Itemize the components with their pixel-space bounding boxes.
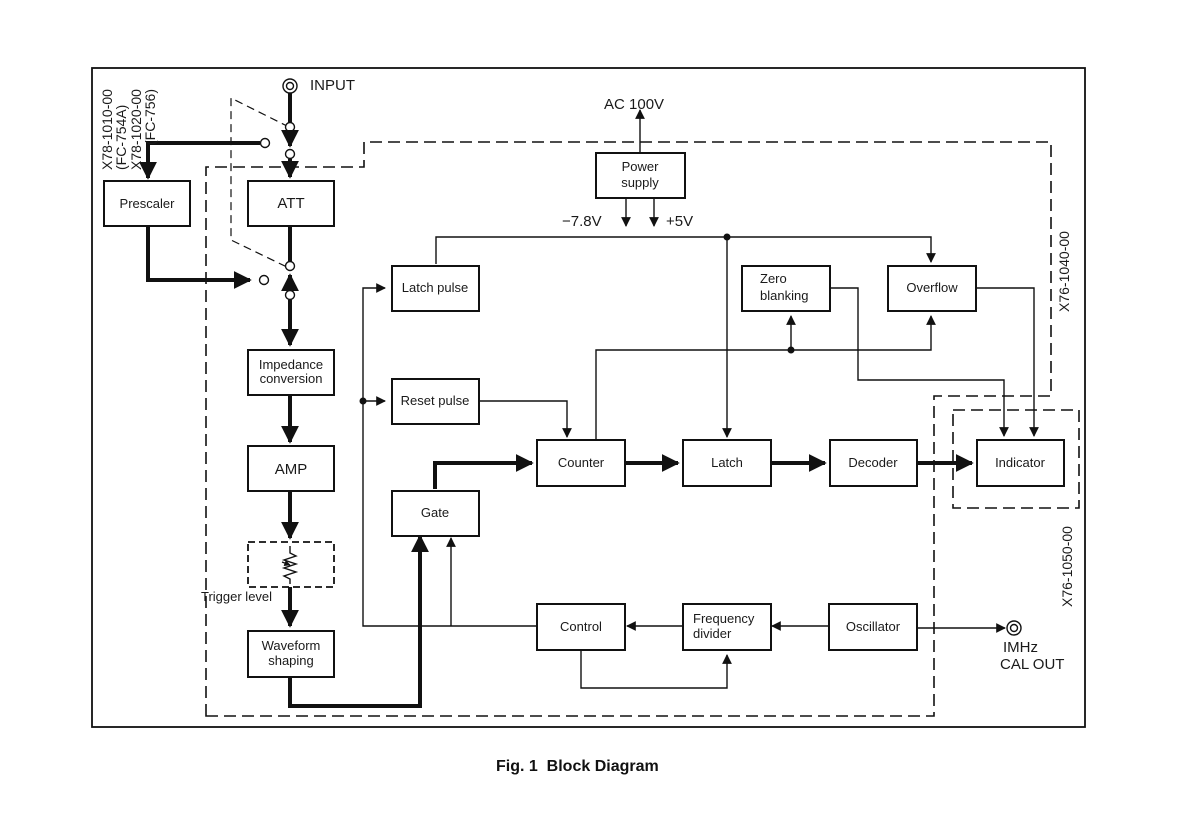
block-reset-pulse: Reset pulse — [391, 378, 480, 425]
block-trigger-level — [247, 541, 335, 588]
svg-text:blanking: blanking — [760, 288, 808, 303]
cal-out-terminal — [1006, 620, 1022, 636]
potentiometer-icon — [281, 546, 299, 584]
svg-text:Power: Power — [622, 159, 660, 174]
cal-out-label-1: IMHz — [1003, 639, 1038, 656]
block-gate: Gate — [391, 490, 480, 537]
svg-text:Oscillator: Oscillator — [846, 619, 901, 634]
svg-text:Decoder: Decoder — [848, 455, 898, 470]
svg-text:Gate: Gate — [421, 505, 449, 520]
svg-text:conversion: conversion — [260, 371, 323, 386]
board-model-fc756: (FC-756) — [142, 89, 158, 145]
block-latch-pulse: Latch pulse — [391, 265, 480, 312]
block-control: Control — [536, 603, 626, 651]
svg-text:Indicator: Indicator — [995, 455, 1046, 470]
board-model-fc754a: (FC-754A) — [113, 105, 129, 170]
svg-text:Counter: Counter — [558, 455, 605, 470]
figure-caption: Fig. 1 Block Diagram — [496, 758, 659, 775]
neg-rail-label: −7.8V — [562, 213, 602, 230]
block-indicator: Indicator — [976, 439, 1065, 487]
svg-text:Zero: Zero — [760, 271, 787, 286]
board-label-x76-1040: X76-1040-00 — [1056, 231, 1072, 312]
input-switch-gang — [230, 97, 290, 269]
input-terminal — [282, 78, 298, 94]
ac-power-label: AC 100V — [604, 96, 664, 113]
block-counter: Counter — [536, 439, 626, 487]
svg-text:Overflow: Overflow — [906, 280, 958, 295]
svg-text:shaping: shaping — [268, 653, 314, 668]
block-waveform-shaping: Waveform shaping — [247, 630, 335, 678]
display-board-boundary — [952, 409, 1080, 509]
block-decoder: Decoder — [829, 439, 918, 487]
block-overflow: Overflow — [887, 265, 977, 312]
block-amp: AMP — [247, 445, 335, 492]
svg-text:Latch pulse: Latch pulse — [402, 280, 469, 295]
block-latch: Latch — [682, 439, 772, 487]
main-board-boundary — [205, 141, 1052, 717]
block-frequency-divider: Frequency divider — [682, 603, 772, 651]
svg-text:Control: Control — [560, 619, 602, 634]
board-label-x78-1010: X78-1010-00 — [99, 89, 115, 170]
cal-out-label-2: CAL OUT — [1000, 656, 1064, 673]
svg-text:Reset pulse: Reset pulse — [401, 393, 470, 408]
pos-rail-label: +5V — [666, 213, 693, 230]
trigger-level-label: Trigger level — [201, 589, 272, 604]
input-label: INPUT — [310, 77, 355, 94]
block-impedance-conversion: Impedance conversion — [247, 349, 335, 396]
svg-text:divider: divider — [693, 626, 732, 641]
outer-frame — [91, 67, 1086, 728]
svg-text:ATT: ATT — [277, 195, 304, 212]
svg-text:Latch: Latch — [711, 455, 743, 470]
block-prescaler: Prescaler — [103, 180, 191, 227]
block-oscillator: Oscillator — [828, 603, 918, 651]
svg-text:Impedance: Impedance — [259, 357, 323, 372]
board-label-x76-1050: X76-1050-00 — [1059, 526, 1075, 607]
board-label-x78-1020: X78-1020-00 — [128, 89, 144, 170]
block-power-supply: Power supply — [595, 152, 686, 199]
block-zero-blanking: Zero blanking — [741, 265, 831, 312]
svg-text:Frequency: Frequency — [693, 611, 755, 626]
svg-text:Prescaler: Prescaler — [120, 196, 176, 211]
svg-text:Waveform: Waveform — [262, 638, 321, 653]
svg-text:supply: supply — [621, 175, 659, 190]
block-att: ATT — [247, 180, 335, 227]
svg-text:AMP: AMP — [275, 461, 308, 478]
